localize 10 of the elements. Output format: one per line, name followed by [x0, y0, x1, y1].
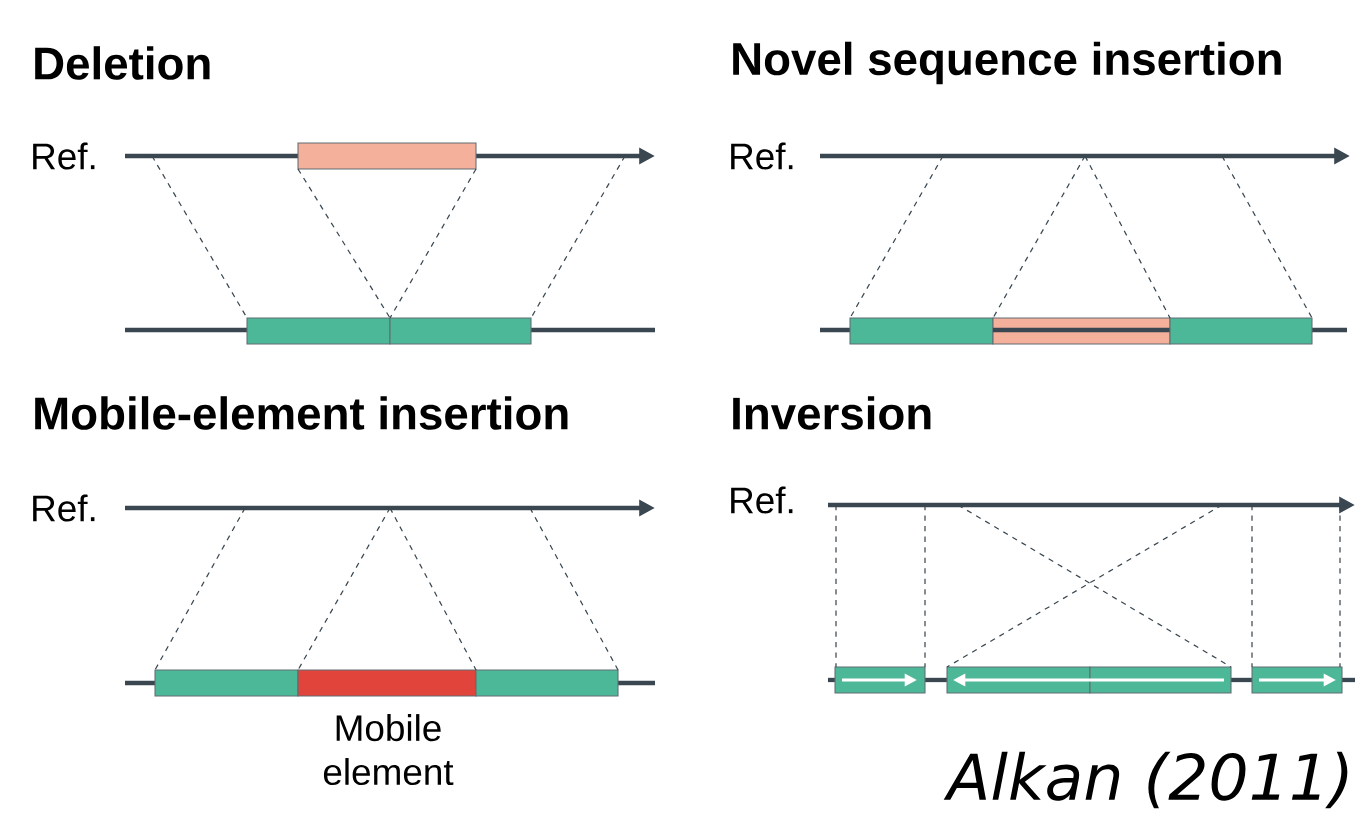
panel-heading: Novel sequence insertion	[733, 41, 1281, 85]
segment-label: Mobile element	[323, 714, 454, 786]
citation-text: Alkan (2011)	[943, 751, 1348, 809]
panel-heading: Deletion	[35, 46, 210, 80]
panel-heading: Inversion	[733, 396, 931, 430]
panel-heading: Mobile-element insertion	[35, 396, 568, 430]
row-label: Ref.	[731, 142, 793, 170]
row-label: Ref.	[731, 486, 793, 514]
row-label: Ref.	[33, 494, 95, 522]
row-label: Ref.	[33, 142, 95, 170]
